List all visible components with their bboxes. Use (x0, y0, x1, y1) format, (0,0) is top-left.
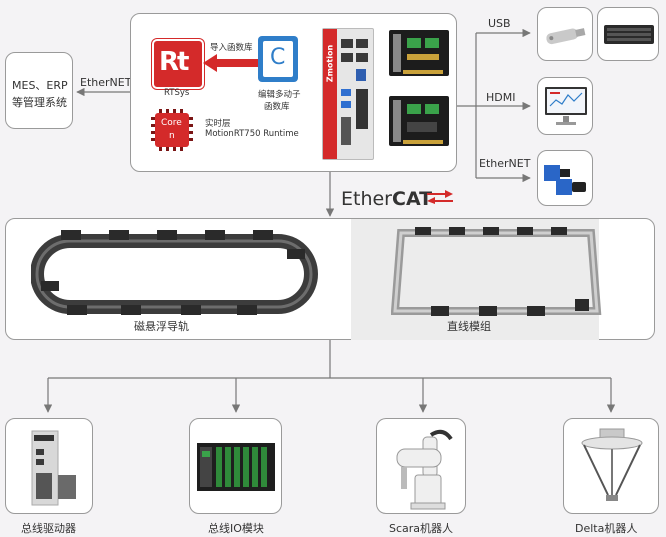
tracks-box: 磁悬浮导轨 直线模组 (5, 218, 655, 340)
ethernet-left-label: EtherNET (80, 76, 132, 89)
ethernet-right-label: EtherNET (479, 157, 531, 170)
core-line1: Core (161, 118, 182, 128)
device-label-0: 总线驱动器 (21, 522, 76, 535)
ethercat-cat: CAT (392, 188, 433, 210)
ethercat-arrows-icon (427, 190, 453, 204)
c-caption-line1: 编辑多动子 (258, 90, 301, 100)
c-caption-line2: 函数库 (264, 102, 290, 112)
monitor-icon (545, 87, 587, 125)
bus-drive-image (31, 430, 76, 506)
mes-line1: MES、ERP (12, 79, 68, 92)
usb-drive-icon (546, 28, 586, 45)
scara-robot-image (396, 429, 453, 510)
camera-icon (544, 165, 586, 195)
controller-unit-image: Zmotion (322, 28, 374, 160)
rtsys-label: RTSys (164, 88, 190, 98)
scara-box (376, 418, 466, 514)
monitor-box (537, 77, 593, 135)
device-label-1: 总线IO模块 (208, 522, 264, 535)
controller-brand: Zmotion (325, 44, 335, 83)
pcie-card-image-2 (389, 96, 449, 146)
device-label-3: Delta机器人 (575, 522, 638, 535)
bus-drive-box (5, 418, 93, 514)
usb-drive-box (537, 7, 593, 61)
mes-erp-box: MES、ERP 等管理系统 (5, 52, 73, 129)
pcie-card-image-1 (389, 30, 449, 76)
core-line2: n (169, 131, 175, 141)
maglev-label: 磁悬浮导轨 (134, 320, 189, 333)
camera-box (537, 150, 593, 206)
linear-module-image (391, 227, 602, 316)
maglev-track-image (31, 230, 318, 315)
import-arrow (203, 54, 259, 72)
controller-box: Rt RTSys 导入函数库 C 编辑多动子 函数库 Core n 实时层 Mo… (130, 13, 457, 172)
ethercat-logo: EtherCAT (341, 188, 432, 212)
bus-io-box (189, 418, 282, 514)
delta-box (563, 418, 659, 514)
keyboard-box (597, 7, 659, 61)
device-label-2: Scara机器人 (389, 522, 454, 535)
runtime-line2: MotionRT750 Runtime (205, 129, 299, 139)
delta-robot-image (581, 428, 643, 501)
rtsys-logo-text: Rt (159, 47, 189, 77)
c-glyph: C (270, 45, 286, 70)
runtime-line1: 实时层 (205, 119, 231, 129)
keyboard-icon (604, 25, 654, 44)
linear-label: 直线模组 (447, 320, 491, 333)
mes-line2: 等管理系统 (12, 96, 67, 109)
bus-io-image (197, 443, 275, 491)
import-label: 导入函数库 (210, 43, 253, 53)
ethercat-ether: Ether (341, 188, 392, 210)
usb-label: USB (488, 17, 511, 30)
core-chip-icon: Core n (151, 109, 193, 151)
c-library-icon: C (258, 36, 298, 82)
hdmi-label: HDMI (486, 91, 516, 104)
rtsys-logo: Rt (152, 39, 204, 89)
